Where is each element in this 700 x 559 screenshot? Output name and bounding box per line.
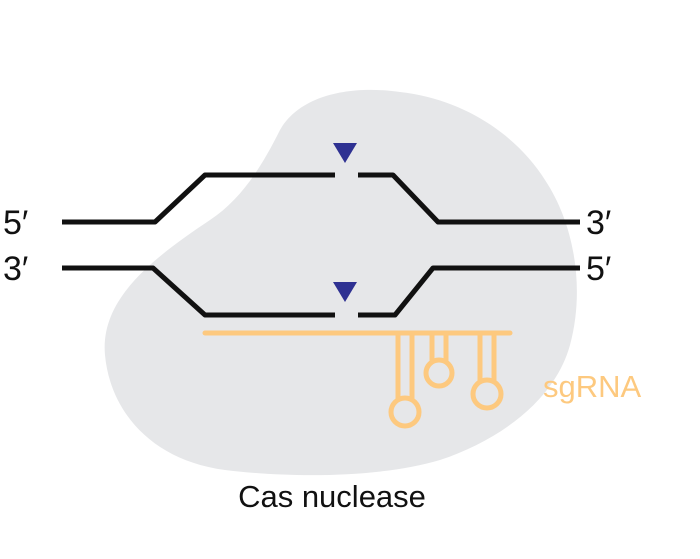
- sgrna-loop-3: [470, 377, 504, 411]
- dna-bottom-strand-left-segment: [62, 265, 335, 318]
- dna-bottom-strand: [62, 265, 580, 318]
- sgrna-label: sgRNA: [543, 369, 642, 404]
- top-strand-right-end-label: 3′: [586, 204, 611, 242]
- dna-top-strand: [62, 172, 580, 225]
- dna-bottom-strand-right-segment: [358, 265, 580, 318]
- dna-top-strand-left-segment: [62, 172, 335, 225]
- sgrna-loop-1: [388, 395, 422, 429]
- triangle-down-icon: [333, 143, 357, 163]
- sgrna-structure: [202, 330, 513, 429]
- bottom-strand-right-end-label: 5′: [586, 250, 611, 288]
- bottom-strand-left-end-label: 3′: [3, 250, 28, 288]
- dna-top-strand-right-segment: [358, 172, 580, 225]
- cas-nuclease-label: Cas nuclease: [238, 479, 426, 514]
- triangle-down-icon: [333, 282, 357, 302]
- top-strand-left-end-label: 5′: [3, 204, 28, 242]
- sgrna-loop-2: [423, 357, 455, 389]
